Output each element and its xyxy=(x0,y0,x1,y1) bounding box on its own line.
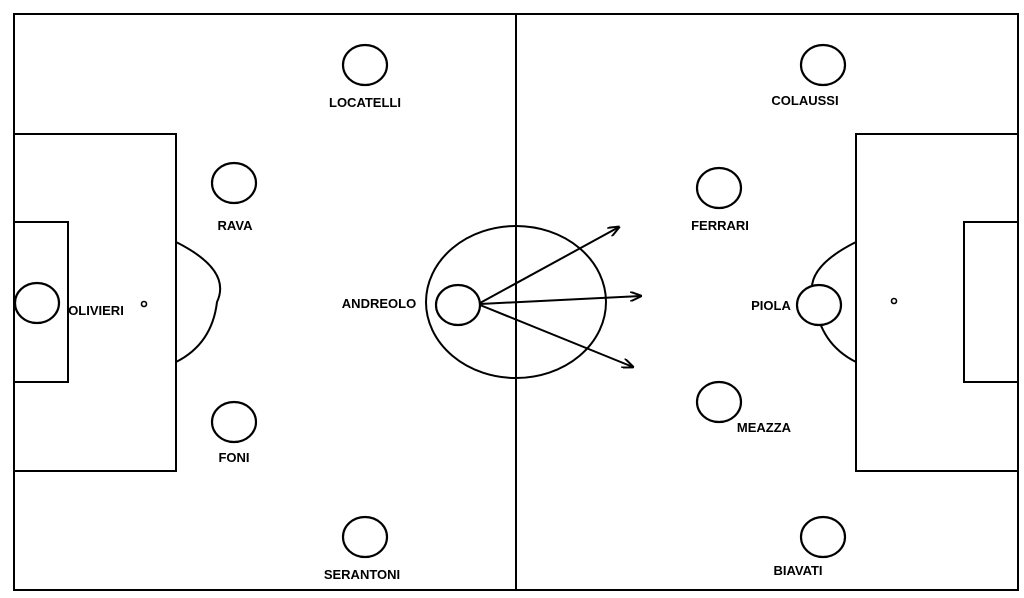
player-biavati: BIAVATI xyxy=(773,515,847,578)
center-circle xyxy=(425,225,607,379)
player-locatelli: LOCATELLI xyxy=(329,43,401,110)
player-label: MEAZZA xyxy=(737,420,792,435)
left-penalty-arc xyxy=(175,241,222,363)
player-label: ANDREOLO xyxy=(342,296,416,311)
right-penalty-spot xyxy=(890,297,898,305)
pass-arrow-straight xyxy=(479,296,641,305)
player-label: COLAUSSI xyxy=(771,93,838,108)
player-piola: PIOLA xyxy=(751,283,843,327)
player-rava: RAVA xyxy=(210,161,258,233)
player-label: BIAVATI xyxy=(773,563,822,578)
player-meazza: MEAZZA xyxy=(695,380,792,435)
pass-arrow-down xyxy=(479,304,633,367)
player-label: FONI xyxy=(218,450,249,465)
player-andreolo: ANDREOLO xyxy=(342,283,482,327)
player-label: LOCATELLI xyxy=(329,95,401,110)
pass-arrow-up xyxy=(479,227,619,304)
player-olivieri: OLIVIERI xyxy=(13,281,124,325)
player-serantoni: SERANTONI xyxy=(324,515,400,582)
player-label: SERANTONI xyxy=(324,567,400,582)
player-label: RAVA xyxy=(218,218,254,233)
left-penalty-spot xyxy=(140,300,148,308)
player-label: OLIVIERI xyxy=(68,303,124,318)
right-penalty-area xyxy=(855,133,1019,472)
player-colaussi: COLAUSSI xyxy=(771,43,847,108)
player-foni: FONI xyxy=(210,400,258,465)
player-label: PIOLA xyxy=(751,298,791,313)
player-ferrari: FERRARI xyxy=(691,166,749,233)
right-goal-area xyxy=(963,221,1019,383)
player-label: FERRARI xyxy=(691,218,749,233)
